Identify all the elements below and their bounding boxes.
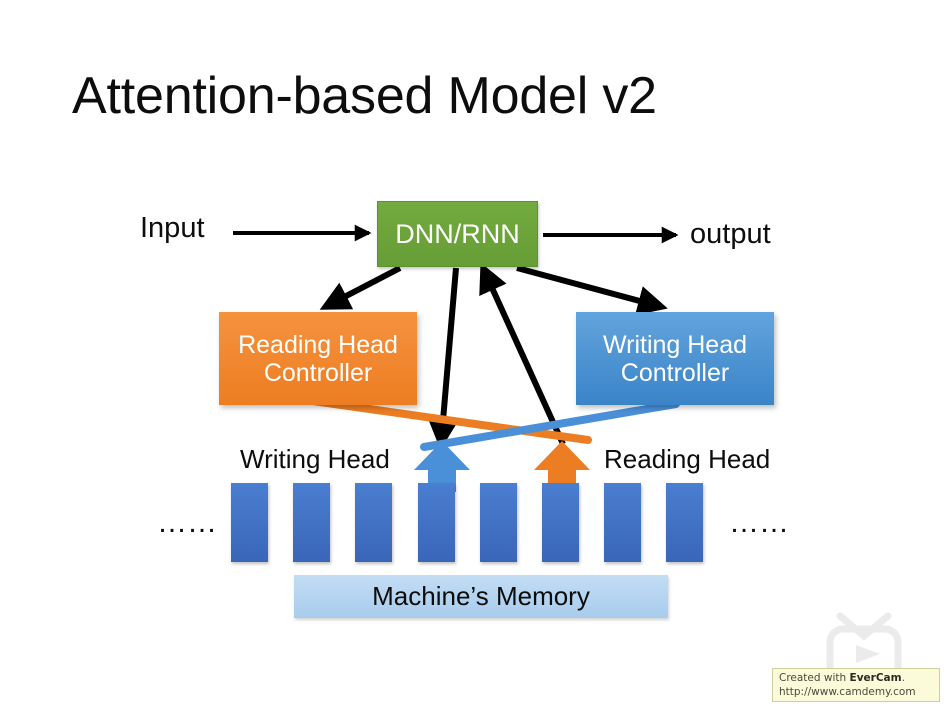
memory-cell [479,483,517,562]
writing-head-label: Writing Head [240,444,390,474]
memory-cell [417,483,455,562]
memory-cell [293,483,331,562]
dnn-rnn-label: DNN/RNN [395,218,520,249]
memory-cell [604,483,642,562]
memory-cell [542,483,579,562]
evercam-created-line: Created with EverCam. [779,671,933,685]
machine-memory-label: Machine’s Memory [372,581,590,611]
dnn-to-writing-controller-arrow [516,265,668,316]
output-label: output [690,218,771,250]
writing-controller-to-writing-head-link [420,400,680,451]
evercam-brand: EverCam [849,672,902,684]
dnn-to-reading-controller-arrow [319,265,402,310]
reading-controller-label-line1: Reading Head [238,330,398,359]
reading-controller-to-reading-head-link [302,396,592,444]
machine-memory-bar[interactable]: Machine’s Memory [294,575,668,618]
reading-head-label: Reading Head [604,444,771,474]
evercam-url[interactable]: http://www.camdemy.com [779,686,916,699]
memory-ellipsis-left: …… [157,506,217,539]
memory-cell [666,483,704,562]
memory-ellipsis-right: …… [729,506,789,539]
reading-head-to-dnn-arrow [479,262,566,446]
dnn-to-writing-head-arrow [428,267,459,450]
memory-cell [231,483,268,562]
evercam-watermark-badge: Created with EverCam. http://www.camdemy… [772,668,940,702]
evercam-period: . [901,672,905,684]
evercam-created-text: Created with [779,672,850,684]
writing-head-controller-box[interactable]: Writing Head Controller [576,312,774,405]
reading-head-controller-box[interactable]: Reading Head Controller [219,312,417,405]
reading-controller-label-line2: Controller [263,358,373,387]
writing-head-up-arrow [414,441,470,492]
writing-controller-label-line2: Controller [620,358,730,387]
memory-cell [355,483,393,562]
input-label: Input [140,212,205,244]
page-title: Attention-based Model v2 [72,67,657,125]
writing-controller-label-line1: Writing Head [602,330,748,359]
dnn-rnn-box[interactable]: DNN/RNN [377,201,538,267]
reading-head-up-arrow [534,441,590,492]
